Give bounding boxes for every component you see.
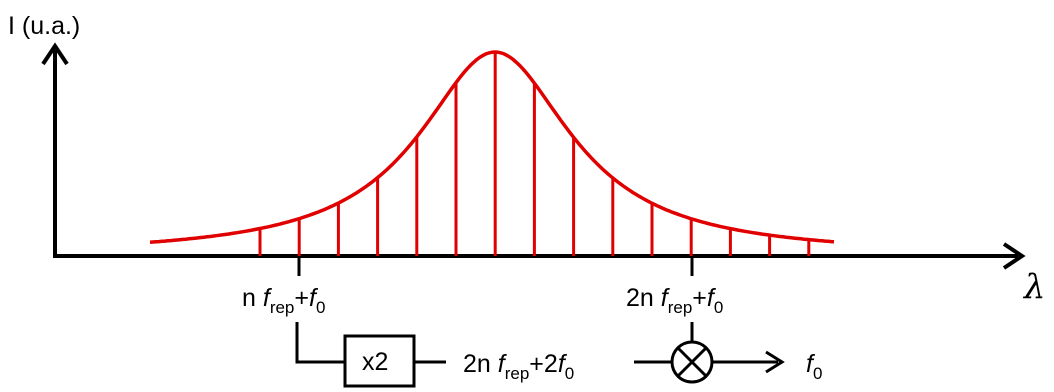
y-axis-arrowhead bbox=[41, 42, 69, 66]
comb-envelope bbox=[149, 50, 835, 245]
output-arrowhead bbox=[765, 350, 785, 374]
x-axis-arrowhead bbox=[1002, 242, 1026, 270]
tap2-label: 2n frep+f0 bbox=[626, 284, 723, 317]
output-label: f0 bbox=[806, 350, 822, 383]
tap1-label: n frep+f0 bbox=[242, 284, 325, 317]
doubler-label: x2 bbox=[362, 348, 388, 376]
comb-spectrum bbox=[149, 50, 835, 256]
doubled-signal-label: 2n frep+2f0 bbox=[463, 350, 574, 383]
tap1-to-doubler-wire bbox=[295, 322, 345, 364]
mixer-icon bbox=[670, 340, 714, 384]
y-axis-label: I (u.a.) bbox=[8, 12, 80, 40]
x-axis-label: λ bbox=[1022, 267, 1046, 307]
